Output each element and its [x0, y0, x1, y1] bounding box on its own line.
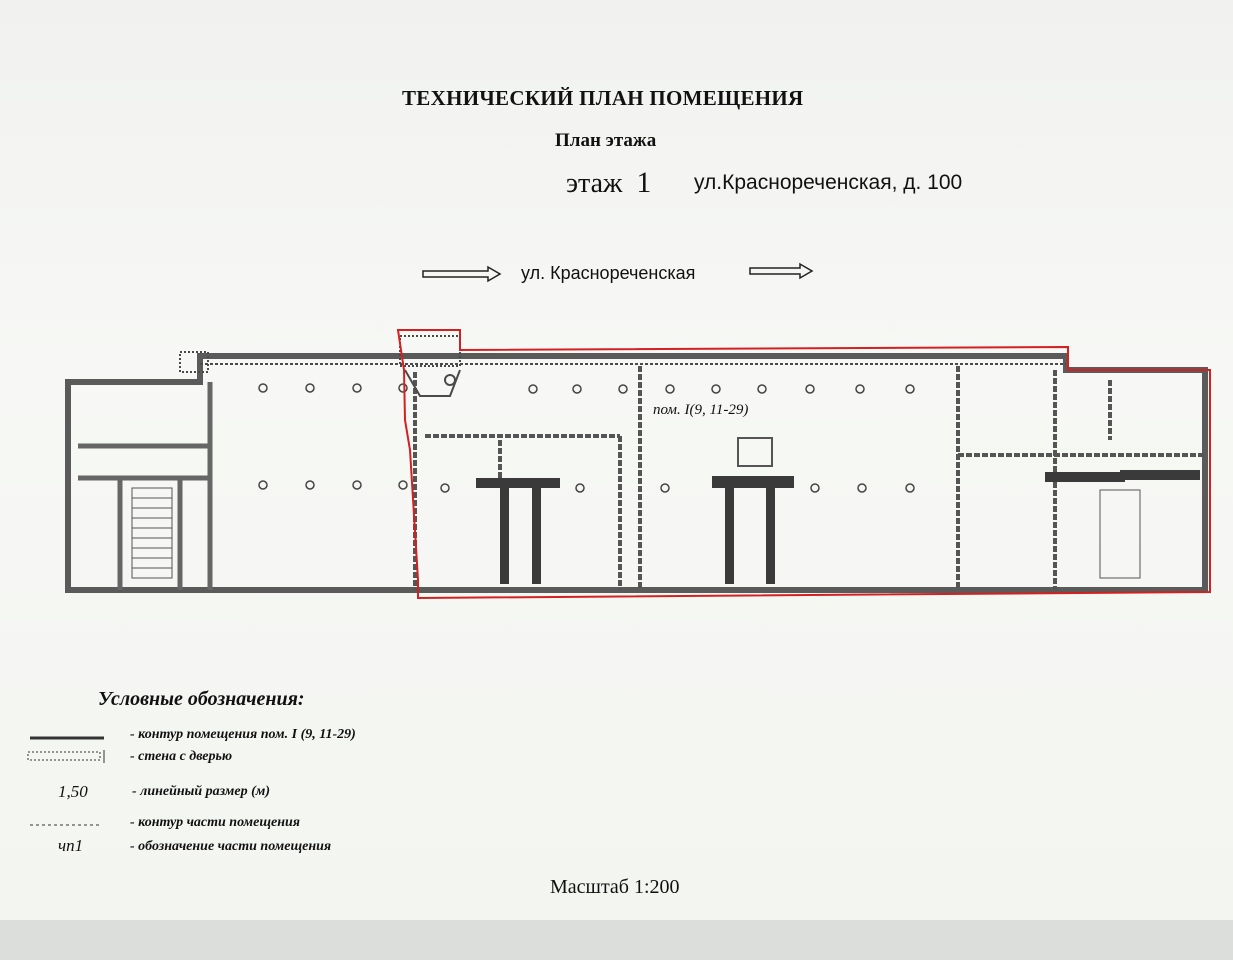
- scale-label: Масштаб 1:200: [550, 876, 680, 898]
- document-paper: [0, 0, 1233, 920]
- legend-item-part-outline: - контур части помещения: [130, 815, 301, 830]
- room-label: пом. I(9, 11-29): [653, 402, 749, 418]
- premises-outline: [396, 329, 1211, 600]
- document-subtitle: План этажа: [555, 130, 657, 151]
- legend-sample-part: чп1: [58, 836, 84, 855]
- column-markers: [258, 383, 915, 493]
- floor-number: 1: [636, 166, 652, 199]
- legend-sample-dimension: 1,50: [58, 782, 88, 801]
- legend-samples: [27, 736, 105, 826]
- address: ул.Краснореченская, д. 100: [694, 171, 963, 194]
- legend-item-wall-door: - стена с дверью: [130, 749, 233, 764]
- document-title: ТЕХНИЧЕСКИЙ ПЛАН ПОМЕЩЕНИЯ: [402, 86, 804, 110]
- building-walls: [65, 335, 1208, 593]
- floor-label: этаж: [566, 168, 623, 199]
- pillars: [476, 437, 1200, 584]
- arrow-right-icon: [749, 262, 814, 280]
- legend-item-outline: - контур помещения пом. I (9, 11-29): [130, 727, 356, 742]
- arrow-right-icon: [422, 265, 502, 283]
- screen-edge: [0, 920, 1233, 960]
- legend-item-part-label: - обозначение части помещения: [130, 839, 332, 854]
- legend-title: Условные обозначения:: [98, 688, 305, 710]
- legend-item-dimension: - линейный размер (м): [132, 784, 271, 799]
- street-label: ул. Краснореченская: [521, 263, 696, 283]
- floor-heading: этаж 1: [566, 166, 651, 200]
